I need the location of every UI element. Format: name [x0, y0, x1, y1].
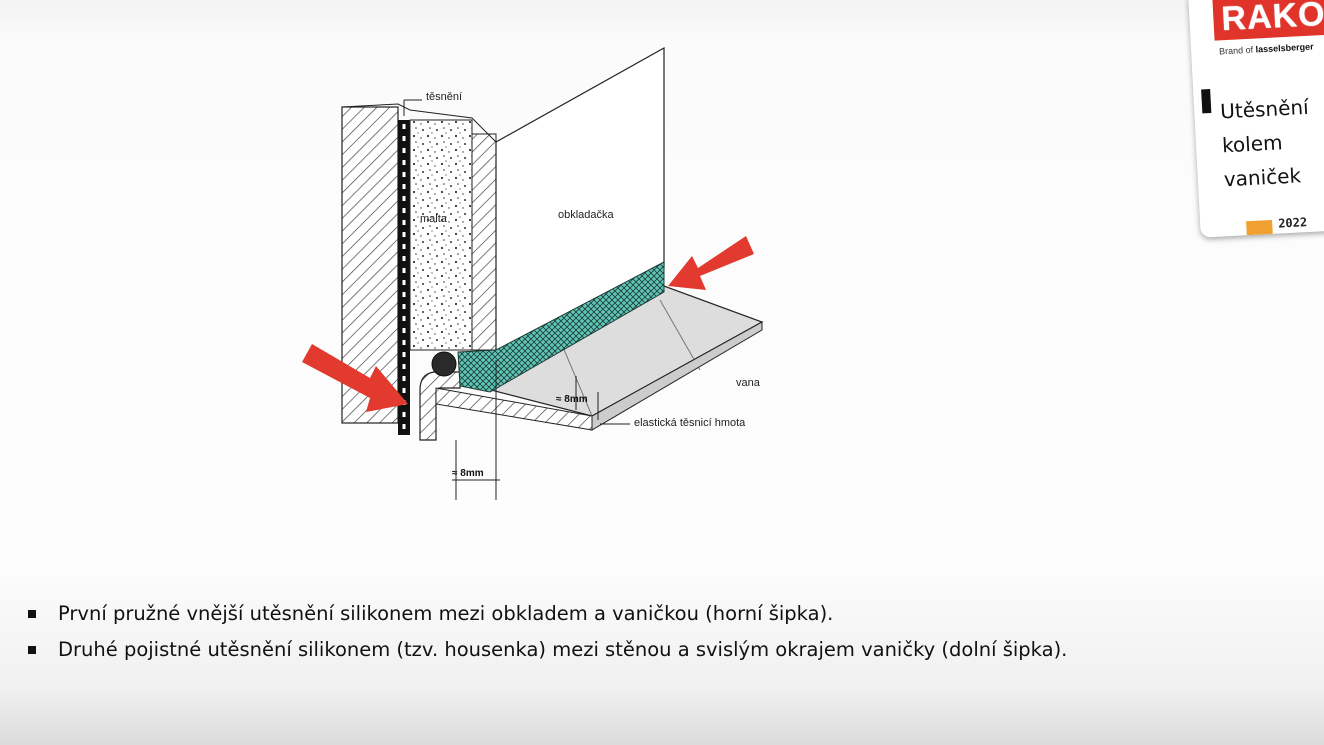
label-tesneni: těsnění [426, 91, 462, 103]
lower-arrow [302, 344, 408, 412]
label-hmota: elastická těsnicí hmota [634, 417, 746, 429]
bullet-square-icon [28, 610, 36, 618]
badge-year: 2022 [1277, 215, 1308, 231]
label-dim-bottom: ≈ 8mm [452, 468, 484, 479]
brand-subtitle: Brand of lasselsberger [1218, 41, 1314, 57]
seal-strip [398, 120, 410, 435]
sealant-joint [457, 261, 665, 393]
bullet-item: První pružné vnější utěsnění silikonem m… [28, 596, 1067, 632]
bullet-item: Druhé pojistné utěsnění silikonem (tzv. … [28, 632, 1067, 668]
label-obkladacka: obkladačka [558, 209, 615, 221]
bullet-list: První pružné vnější utěsnění silikonem m… [28, 596, 1067, 668]
upper-arrow [668, 236, 754, 290]
label-dim-vertical: ≈ 8mm [556, 394, 588, 405]
badge-marker [1201, 88, 1212, 114]
brand-badge: RAKO Brand of lasselsberger Utěsnění kol… [1188, 0, 1324, 238]
bullet-square-icon [28, 646, 36, 654]
badge-title: Utěsnění kolem vaniček [1219, 94, 1310, 192]
mortar [409, 119, 473, 351]
label-vana: vana [736, 377, 761, 389]
backer-rod [431, 351, 457, 377]
badge-accent [1246, 219, 1273, 236]
sealing-diagram: těsnění malta obkladačka vana elastická … [302, 46, 764, 500]
tile-edge [471, 133, 497, 351]
brand-logo: RAKO [1211, 0, 1324, 41]
label-malta: malta [420, 213, 448, 225]
